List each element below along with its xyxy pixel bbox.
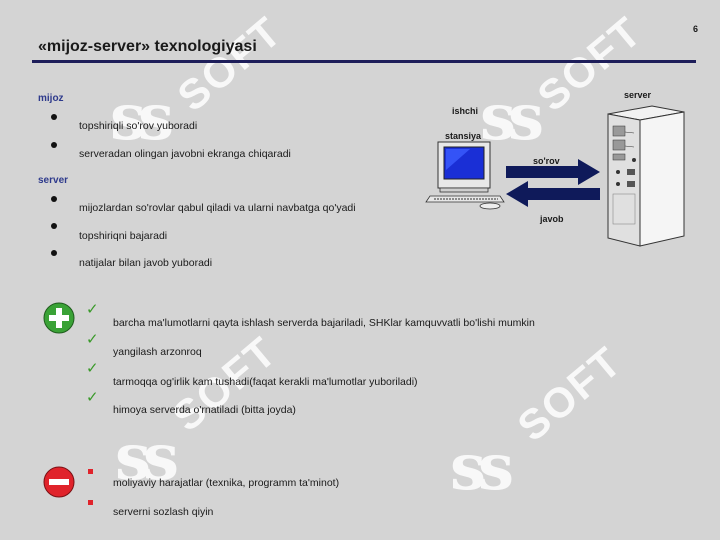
workstation-label: stansiya <box>445 131 482 141</box>
disadvantage-item: moliyaviy harajatlar (texnika, programm … <box>113 477 340 489</box>
watermark-soft-text: SOFT <box>168 7 291 121</box>
response-arrow <box>506 181 600 207</box>
watermark-soft-text: SOFT <box>508 337 631 451</box>
server-item: mijozlardan so'rovlar qabul qiladi va ul… <box>79 202 356 214</box>
watermark-ss-logo: ss <box>480 80 544 155</box>
client-server-diagram <box>425 105 685 247</box>
check-icon: ✓ <box>86 300 99 318</box>
server-heading: server <box>38 175 69 186</box>
disadvantage-item: serverni sozlash qiyin <box>113 506 214 518</box>
page-title: «mijoz-server» texnologiyasi <box>38 38 257 55</box>
check-icon: ✓ <box>86 330 99 348</box>
advantage-item: yangilash arzonroq <box>113 346 202 358</box>
server-tower-icon <box>607 105 685 247</box>
watermark-ss-logo: ss <box>110 80 174 155</box>
page-number: 6 <box>692 24 698 34</box>
bullet-dot <box>51 250 57 256</box>
bullet-dot <box>51 223 57 229</box>
client-item: serveradan olingan javobni ekranga chiqa… <box>79 148 291 160</box>
advantage-item: barcha ma'lumotlarni qayta ishlash serve… <box>113 317 535 329</box>
bullet-dot <box>51 142 57 148</box>
client-heading: mijoz <box>38 93 64 104</box>
check-icon: ✓ <box>86 388 99 406</box>
title-divider <box>32 60 696 63</box>
watermark-ss-logo: ss <box>450 430 514 505</box>
bullet-dot <box>51 114 57 120</box>
advantage-item: tarmoqqa og'irlik kam tushadi(faqat kera… <box>113 376 418 388</box>
server-item: topshiriqni bajaradi <box>79 230 168 242</box>
check-icon: ✓ <box>86 359 99 377</box>
bullet-square <box>88 500 93 505</box>
client-item: topshiriqli so'rov yuboradi <box>79 120 198 132</box>
server-label: server <box>624 90 652 100</box>
minus-icon <box>43 466 75 498</box>
bullet-square <box>88 469 93 474</box>
computer-icon <box>425 141 505 210</box>
workstation-label: ishchi <box>452 106 479 116</box>
bullet-dot <box>51 196 57 202</box>
plus-icon <box>43 302 75 334</box>
advantage-item: himoya serverda o'rnatiladi (bitta joyda… <box>113 404 296 416</box>
request-label: so'rov <box>533 156 560 166</box>
request-arrow <box>506 159 600 185</box>
watermark-ss-logo: ss <box>115 420 179 495</box>
server-item: natijalar bilan javob yuboradi <box>79 257 213 269</box>
response-label: javob <box>540 214 564 224</box>
